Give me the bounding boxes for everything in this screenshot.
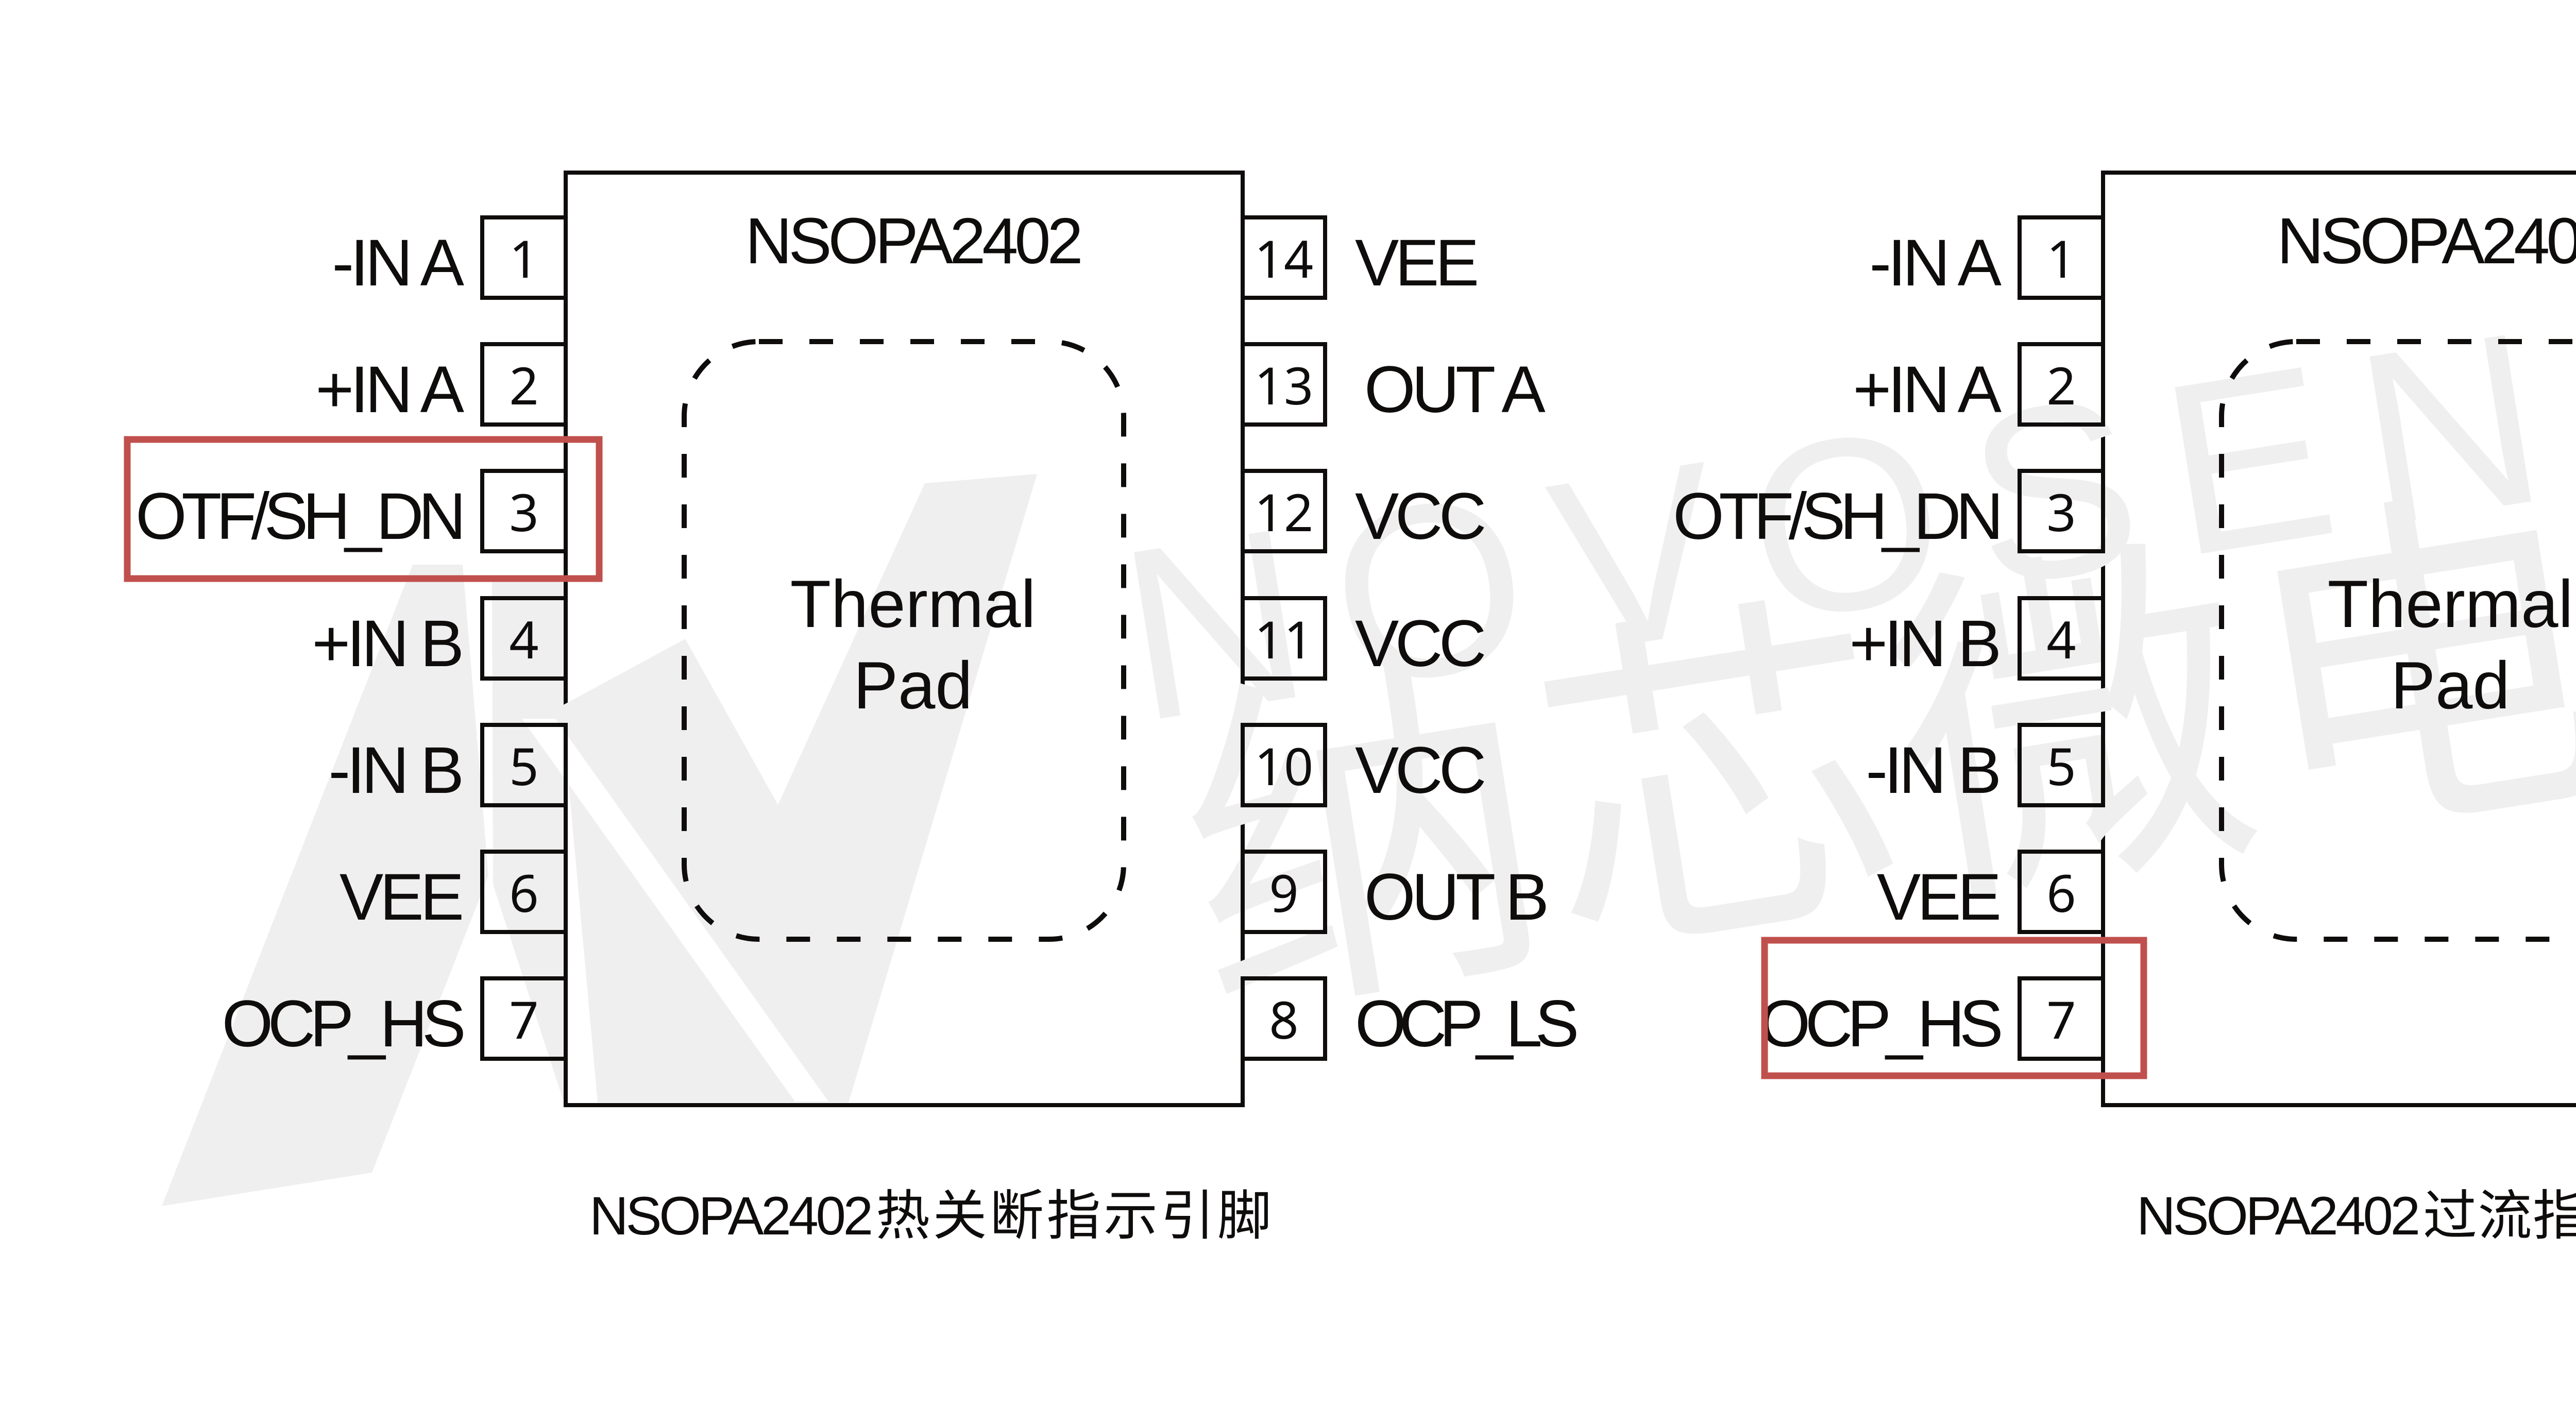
svg-text:OCP_HS: OCP_HS xyxy=(1759,987,2001,1061)
svg-text:+IN A: +IN A xyxy=(315,353,464,427)
svg-text:+IN A: +IN A xyxy=(1853,353,2002,427)
svg-text:OUT B: OUT B xyxy=(1364,860,1546,934)
svg-text:Thermal: Thermal xyxy=(2328,566,2573,641)
svg-text:Pad: Pad xyxy=(2391,648,2510,723)
svg-text:VCC: VCC xyxy=(1355,734,1484,807)
svg-text:VEE: VEE xyxy=(1355,226,1477,300)
svg-text:-IN A: -IN A xyxy=(332,226,465,300)
svg-text:NSOPA2402: NSOPA2402 xyxy=(2137,1186,2418,1246)
svg-text:OUT A: OUT A xyxy=(1364,353,1546,427)
svg-text:VEE: VEE xyxy=(1877,860,1999,934)
svg-text:NSOPA2402: NSOPA2402 xyxy=(2277,205,2576,277)
svg-text:+IN B: +IN B xyxy=(312,607,461,681)
svg-text:-IN A: -IN A xyxy=(1870,226,2002,300)
svg-text:VEE: VEE xyxy=(340,860,462,934)
svg-text:NSOPA2402: NSOPA2402 xyxy=(589,1186,871,1246)
svg-text:Pad: Pad xyxy=(853,648,972,723)
svg-text:-IN B: -IN B xyxy=(1866,734,1998,807)
svg-text:VCC: VCC xyxy=(1355,607,1484,681)
svg-text:NSOPA2402: NSOPA2402 xyxy=(745,205,1080,277)
svg-text:-IN B: -IN B xyxy=(328,734,461,807)
svg-text:+IN B: +IN B xyxy=(1849,607,1998,681)
svg-text:Thermal: Thermal xyxy=(790,566,1036,641)
svg-text:VCC: VCC xyxy=(1355,480,1484,553)
svg-text:OTF/SH_DN: OTF/SH_DN xyxy=(1673,480,1998,553)
svg-text:OCP_LS: OCP_LS xyxy=(1355,987,1577,1061)
svg-text:OCP_HS: OCP_HS xyxy=(222,987,464,1061)
svg-text:OTF/SH_DN: OTF/SH_DN xyxy=(135,480,461,553)
